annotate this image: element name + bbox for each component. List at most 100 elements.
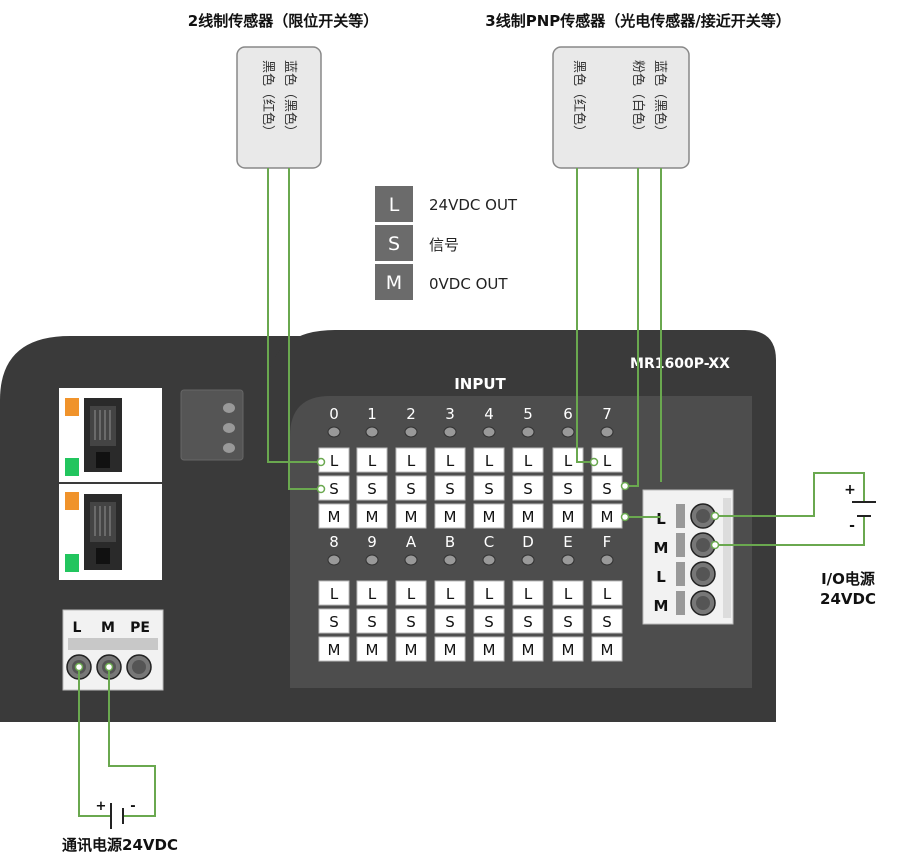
io-screw-1: [690, 503, 716, 529]
channel-label: E: [563, 533, 572, 551]
wire-sensor3-to-s7: [625, 168, 639, 487]
sensor3-wire-right-label-a: 粉色（白色）: [630, 60, 646, 138]
terminal-cell: M: [591, 636, 623, 662]
terminal-cell: M: [434, 503, 466, 529]
terminal-cell: S: [512, 608, 544, 634]
terminal-cell-letter: M: [522, 641, 535, 659]
terminal-cell: M: [473, 636, 505, 662]
terminal-cell-letter: L: [330, 585, 339, 603]
terminal-cell-letter: L: [330, 452, 339, 470]
io-terminal-label-1: L: [656, 510, 666, 528]
terminal-cell: S: [395, 475, 427, 501]
terminal-cell: S: [395, 608, 427, 634]
wire-comm-power-minus: [108, 667, 156, 817]
channel-led-icon: [561, 554, 575, 566]
ethernet-port-1: [59, 388, 162, 482]
channel-label: 5: [523, 405, 533, 423]
terminal-cell-letter: L: [446, 452, 455, 470]
terminal-cell: L: [473, 580, 505, 606]
terminal-cell: S: [473, 608, 505, 634]
legend-key-s: S: [388, 233, 400, 255]
io-screw-2: [690, 532, 716, 558]
channel-label: A: [406, 533, 417, 551]
wire-sensor2-to-l0: [267, 168, 321, 463]
power-screw-pe: [126, 654, 152, 680]
terminal-cell: S: [434, 475, 466, 501]
terminal-cell: L: [318, 580, 350, 606]
terminal-cell: S: [473, 475, 505, 501]
terminal-cell-letter: S: [602, 613, 612, 631]
ethernet-port-2: [59, 484, 162, 580]
terminal-cell: L: [512, 580, 544, 606]
io-plus-label: +: [844, 482, 856, 498]
terminal-cell: L: [356, 580, 388, 606]
channel-led-icon: [404, 426, 418, 438]
terminal-cell-letter: L: [564, 585, 573, 603]
channel-led-icon: [521, 426, 535, 438]
comm-battery-symbol: + -: [96, 799, 136, 829]
terminal-cell-letter: S: [367, 613, 377, 631]
comm-minus-label: -: [130, 799, 135, 814]
channel-label: 2: [406, 405, 416, 423]
channel-label: D: [522, 533, 534, 551]
channel-led-icon: [365, 426, 379, 438]
terminal-cell-letter: S: [523, 480, 533, 498]
terminal-cell: S: [434, 608, 466, 634]
wire-sensor2-to-s0: [288, 168, 321, 490]
terminal-cell-letter: S: [329, 613, 339, 631]
terminal-cell: L: [395, 447, 427, 473]
channel-label: 9: [367, 533, 377, 551]
channel-label: 3: [445, 405, 455, 423]
wires: [78, 168, 865, 817]
sensor2-title: 2线制传感器（限位开关等）: [188, 12, 378, 30]
channel-led-icon: [600, 554, 614, 566]
channel-label: 8: [329, 533, 339, 551]
terminal-cell-letter: M: [601, 508, 614, 526]
legend-text-m: 0VDC OUT: [429, 275, 508, 293]
terminal-cell: L: [434, 447, 466, 473]
sensor3-wire-right-label-b: 蓝色（黑色）: [652, 60, 668, 138]
terminal-cell-letter: M: [328, 641, 341, 659]
terminal-cell: L: [552, 580, 584, 606]
terminal-cell-letter: L: [368, 585, 377, 603]
channel-led-icon: [482, 554, 496, 566]
channel-led-icon: [327, 426, 341, 438]
sensor2-wire-right-label: 蓝色（黑色）: [282, 60, 298, 138]
io-screw-3: [690, 561, 716, 587]
legend-text-l: 24VDC OUT: [429, 196, 518, 214]
terminal-cell: S: [552, 475, 584, 501]
channel-led-icon: [443, 554, 457, 566]
terminal-cell-letter: M: [405, 508, 418, 526]
terminal-cell-letter: L: [368, 452, 377, 470]
terminal-cell-letter: M: [328, 508, 341, 526]
channel-label: C: [484, 533, 494, 551]
channel-led-icon: [482, 426, 496, 438]
terminal-cell: L: [512, 447, 544, 473]
channel-led-icon: [443, 426, 457, 438]
channel-led-icon: [327, 554, 341, 566]
terminal-cell-letter: L: [564, 452, 573, 470]
io-battery-symbol: + -: [844, 482, 876, 534]
io-terminal-block: L M L M: [642, 489, 734, 625]
terminal-cell: S: [356, 608, 388, 634]
terminal-cell-letter: S: [445, 613, 455, 631]
terminal-cell-letter: M: [601, 641, 614, 659]
sensor2-box: 黑色（红色） 蓝色（黑色）: [236, 46, 322, 169]
terminal-cell-letter: S: [367, 480, 377, 498]
terminal-cell-letter: M: [366, 641, 379, 659]
terminal-cell-letter: L: [603, 585, 612, 603]
channel-label: 1: [367, 405, 377, 423]
channel-label: 6: [563, 405, 573, 423]
wire-io-power-plus: [715, 472, 865, 517]
terminal-cell-letter: S: [563, 613, 573, 631]
terminal-cell: M: [395, 636, 427, 662]
legend-key-m: M: [386, 272, 402, 294]
sensor3-box: 黑色（红色） 粉色（白色） 蓝色（黑色）: [552, 46, 690, 169]
terminal-cell: L: [552, 447, 584, 473]
comm-power-label: 通讯电源24VDC: [62, 836, 178, 854]
wire-sensor3-to-l6: [576, 168, 594, 463]
terminal-cell: M: [318, 636, 350, 662]
channel-led-icon: [521, 554, 535, 566]
terminal-cell: M: [591, 503, 623, 529]
input-title: INPUT: [454, 375, 506, 393]
